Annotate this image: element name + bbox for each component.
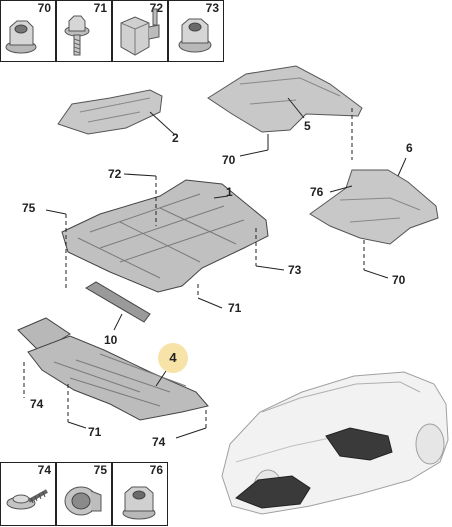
- flange-bolt-icon: [64, 15, 90, 56]
- callout-76: 76: [310, 185, 324, 199]
- callout-2: 2: [172, 131, 179, 145]
- push-clip-icon: [64, 486, 102, 516]
- callout-1: 1: [226, 185, 233, 199]
- callout-5: 5: [304, 119, 311, 133]
- part-10-bracket: [85, 281, 151, 331]
- ref-number: 74: [37, 463, 51, 477]
- callout-73: 73: [288, 263, 302, 277]
- hardware-cell-72: 72: [112, 0, 168, 62]
- part-5-shield: [207, 65, 363, 160]
- clip-screw-icon: [120, 8, 160, 56]
- callout-74-right: 74: [152, 435, 166, 449]
- ref-number: 76: [149, 463, 163, 477]
- hardware-cell-71: 71: [56, 0, 112, 62]
- ref-number: 70: [37, 1, 51, 15]
- part-2-shield: [57, 89, 175, 135]
- flange-nut-icon: [5, 20, 37, 54]
- ref-number: 75: [93, 463, 107, 477]
- hardware-cell-74: 74: [0, 462, 56, 526]
- ref-number: 73: [205, 1, 219, 15]
- hex-nut-icon: [178, 18, 212, 53]
- ref-number: 71: [93, 1, 107, 15]
- callout-71-upper: 71: [228, 301, 242, 315]
- part-4-skid-plate: [17, 317, 209, 439]
- screw-washer-icon: [6, 489, 48, 510]
- callout-74-left: 74: [30, 397, 44, 411]
- callout-6: 6: [406, 141, 413, 155]
- callout-4-highlight: 4: [158, 343, 188, 373]
- callout-72: 72: [108, 167, 122, 181]
- callout-71-lower: 71: [88, 425, 102, 439]
- callout-10: 10: [104, 333, 118, 347]
- callout-70-upper: 70: [222, 153, 236, 167]
- car-illustration: [221, 371, 449, 515]
- hardware-cell-73: 73: [168, 0, 224, 62]
- callout-70-lower: 70: [392, 273, 406, 287]
- hardware-cell-76: 76: [112, 462, 168, 526]
- hardware-cell-70: 70: [0, 0, 56, 62]
- part-1-main-shield: [45, 173, 285, 309]
- part-6-shield: [309, 157, 439, 279]
- cage-nut-icon: [122, 486, 156, 520]
- hardware-cell-75: 75: [56, 462, 112, 526]
- callout-75: 75: [22, 201, 36, 215]
